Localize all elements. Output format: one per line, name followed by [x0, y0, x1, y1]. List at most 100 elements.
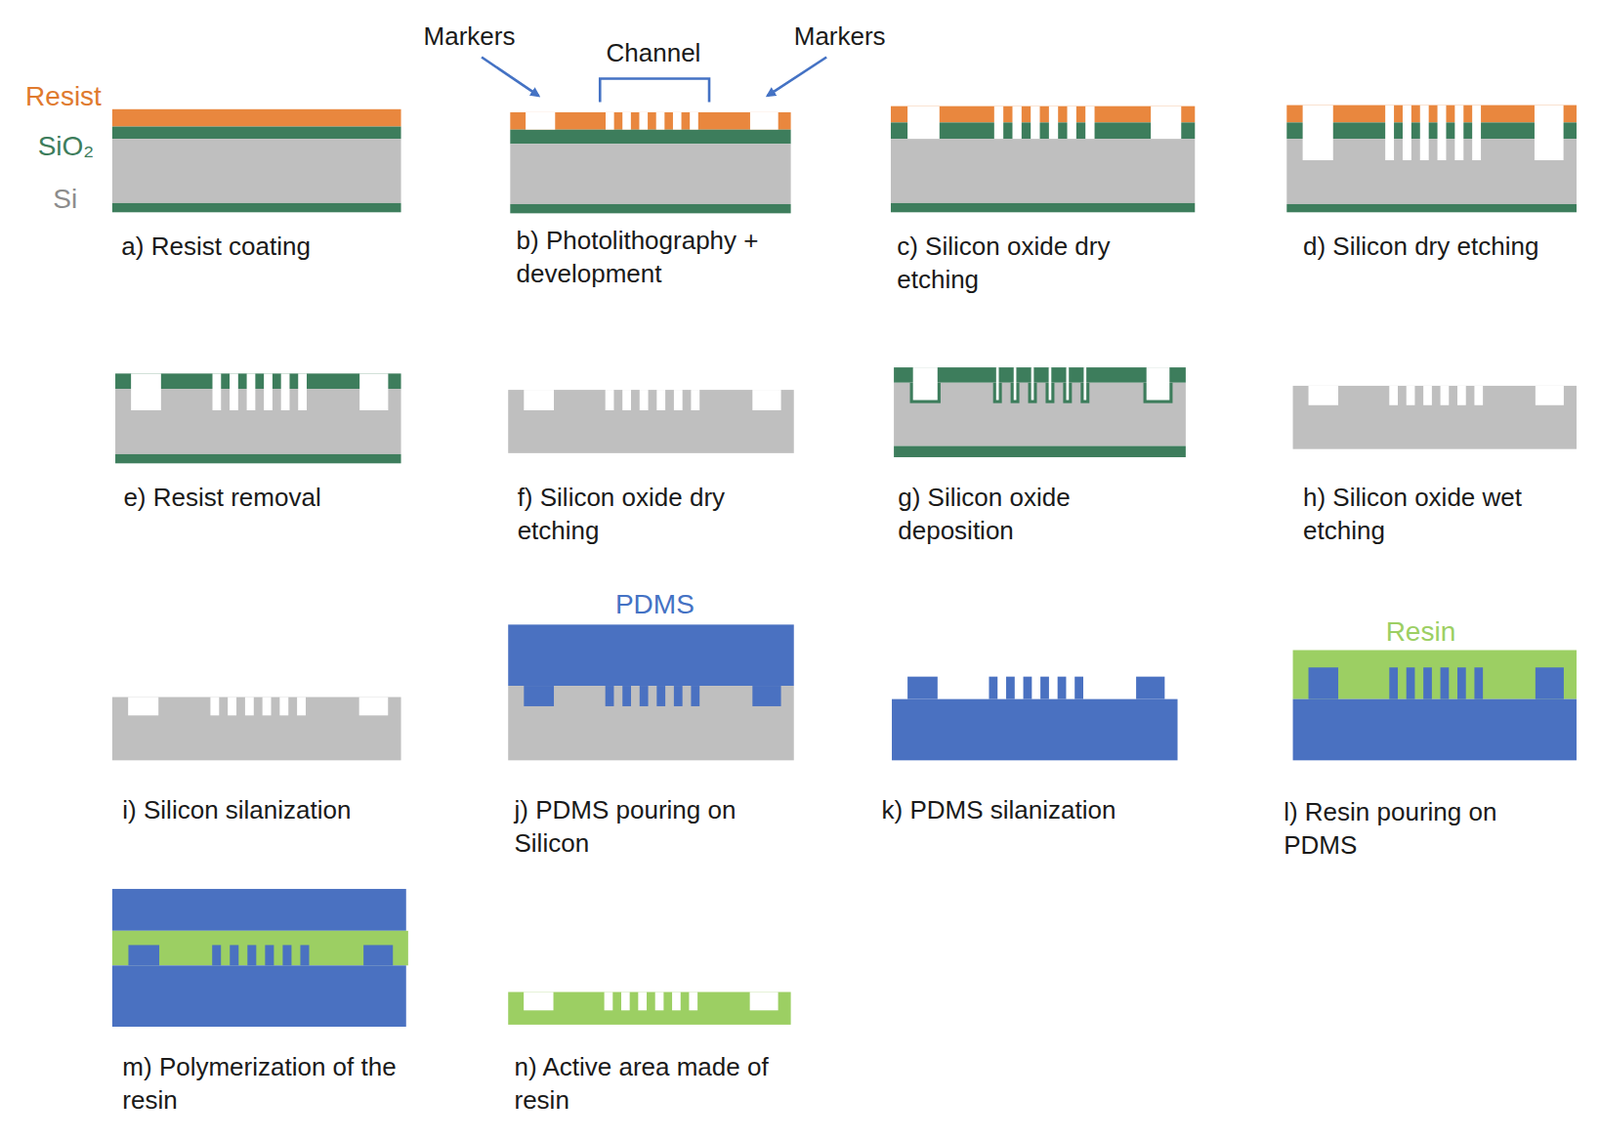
pdms-pillar — [1535, 667, 1564, 699]
part-name: Markers — [794, 20, 927, 54]
etched-trench — [262, 697, 272, 716]
resist-opening — [656, 112, 666, 130]
resist-opening — [525, 112, 555, 130]
silicon-wafer — [507, 389, 795, 454]
pdms-mold — [112, 965, 407, 1027]
pdms-pillar — [264, 944, 274, 966]
pdms-pillar — [1457, 667, 1467, 699]
pdms-fill — [656, 685, 666, 707]
lined-trench — [1031, 367, 1035, 400]
lined-trench — [1066, 367, 1070, 400]
step-caption: m) Polymerization of the resin — [122, 1051, 419, 1118]
step-caption: c) Silicon oxide dry etching — [896, 230, 1173, 297]
pdms-pillar — [1057, 676, 1067, 700]
oxide-layer — [112, 203, 402, 212]
etched-opening — [1011, 106, 1021, 139]
etched-trench — [229, 373, 239, 411]
resist-opening — [605, 112, 615, 130]
resist-layer — [112, 109, 402, 127]
oxide-layer — [509, 129, 791, 145]
pdms-pillar — [1423, 667, 1432, 699]
etched-trench — [1535, 385, 1564, 406]
etched-trench — [1385, 105, 1394, 161]
step-caption: j) PDMS pouring on Silicon — [514, 794, 796, 861]
silicon-wafer — [893, 382, 1186, 447]
step-caption: i) Silicon silanization — [122, 794, 428, 828]
resin-trench — [637, 991, 647, 1011]
etched-trench — [1454, 105, 1464, 161]
etched-trench — [247, 373, 256, 411]
pdms-pillar — [1074, 676, 1084, 700]
etched-trench — [211, 373, 221, 411]
pdms-pillar — [363, 944, 393, 966]
step-caption: h) Silicon oxide wet etching — [1303, 481, 1579, 548]
resin-trench — [672, 991, 681, 1011]
etched-trench — [639, 389, 649, 411]
pdms-pillar — [1406, 667, 1416, 699]
etched-trench — [1473, 385, 1483, 406]
pdms-pillar — [1473, 667, 1483, 699]
etched-trench — [281, 373, 291, 411]
pdms-pillar — [229, 944, 239, 966]
pdms-fill — [605, 685, 615, 707]
resist-opening — [622, 112, 632, 130]
etched-trench — [1472, 105, 1481, 161]
material-name: Resin — [1386, 614, 1488, 650]
step-caption: b) Photolithography + development — [516, 224, 798, 292]
pdms-pillar — [247, 944, 256, 966]
lined-trench — [1146, 367, 1171, 400]
resist-opening — [673, 112, 682, 130]
resin-layer — [1293, 649, 1577, 699]
oxide-layer — [112, 126, 402, 140]
resin-part — [507, 991, 791, 1024]
etched-trench — [656, 389, 666, 411]
oxide-layer — [115, 454, 402, 464]
step-caption: k) PDMS silanization — [882, 794, 1188, 828]
step-caption: n) Active area made of resin — [514, 1051, 806, 1118]
oxide-layer — [893, 446, 1186, 458]
material-name: PDMS — [615, 587, 717, 623]
pdms-cover — [112, 888, 407, 931]
etched-opening — [907, 106, 940, 139]
pdms-pillar — [1040, 676, 1050, 700]
pdms-pillar — [282, 944, 292, 966]
etched-opening — [1085, 106, 1095, 139]
step-caption: g) Silicon oxide deposition — [897, 481, 1164, 548]
etched-trench — [523, 389, 554, 411]
etched-trench — [752, 389, 781, 411]
etched-trench — [690, 389, 700, 411]
etched-trench — [263, 373, 273, 411]
etched-trench — [1534, 105, 1564, 161]
etched-trench — [245, 697, 254, 716]
etched-trench — [1423, 385, 1432, 406]
etched-trench — [227, 697, 237, 716]
resist-opening — [638, 112, 648, 130]
oxide-layer — [893, 367, 1186, 383]
etched-trench — [127, 697, 159, 716]
resin-layer — [112, 930, 409, 967]
resist-opening — [689, 112, 699, 130]
pdms-fill — [622, 685, 632, 707]
etched-trench — [1420, 105, 1430, 161]
resin-trench — [655, 991, 665, 1011]
silicon-wafer — [1293, 385, 1577, 450]
etched-trench — [297, 373, 307, 411]
channel-bracket — [599, 78, 710, 102]
step-caption: f) Silicon oxide dry etching — [517, 481, 784, 548]
etched-opening — [994, 106, 1004, 139]
silicon-mold — [112, 697, 402, 761]
pdms-pillar — [1308, 667, 1339, 699]
etched-trench — [1389, 385, 1398, 406]
pdms-pillar — [988, 676, 998, 700]
oxide-layer — [1286, 204, 1577, 212]
part-name: Channel — [606, 37, 729, 71]
resin-trench — [750, 991, 779, 1011]
pdms-pillar — [211, 944, 221, 966]
lined-trench — [1083, 367, 1087, 400]
etched-trench — [130, 373, 162, 411]
part-name: Markers — [423, 20, 557, 54]
layer-name: Resist — [25, 79, 138, 115]
resin-trench — [604, 991, 614, 1011]
oxide-layer — [890, 203, 1195, 212]
lined-trench — [1049, 367, 1053, 400]
